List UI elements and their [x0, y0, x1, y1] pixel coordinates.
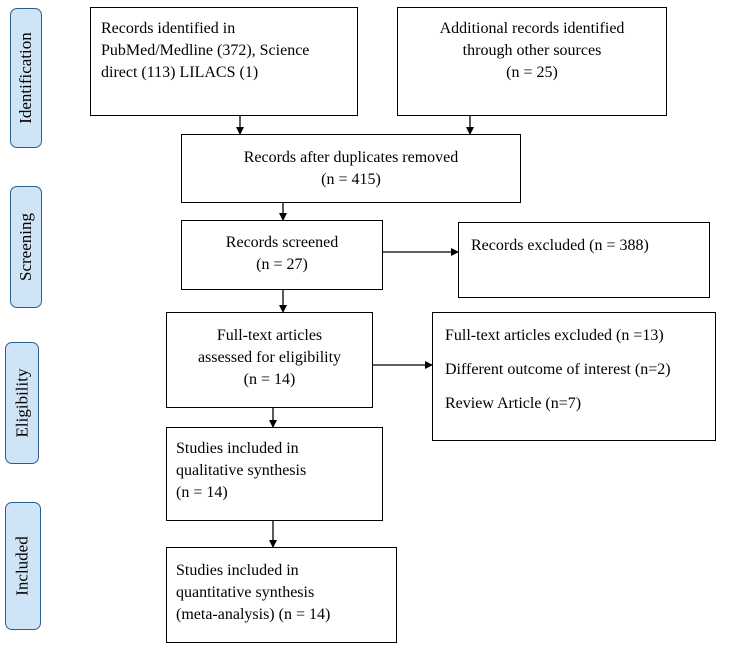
records-identified-line-3: direct (113) LILACS (1) — [101, 64, 259, 81]
additional-records-line-3: (n = 25) — [506, 64, 558, 81]
quantitative-line-3: (meta-analysis) (n = 14) — [176, 606, 331, 623]
box-records-screened: Records screened (n = 27) — [181, 220, 383, 290]
box-after-duplicates: Records after duplicates removed (n = 41… — [181, 134, 521, 203]
stage-screening: Screening — [10, 186, 42, 308]
quantitative-line-1: Studies included in — [176, 562, 299, 579]
box-fulltext-excluded: Full-text articles excluded (n =13) Diff… — [432, 312, 716, 441]
quantitative-line-2: quantitative synthesis — [176, 584, 315, 601]
screened-line-1: Records screened — [225, 234, 339, 251]
fulltext-assessed-line-2: assessed for eligibility — [197, 349, 342, 366]
fulltext-excluded-line-1: Full-text articles excluded (n =13) — [445, 327, 664, 344]
after-duplicates-line-2: (n = 415) — [321, 171, 381, 188]
records-identified-line-2: PubMed/Medline (372), Science — [101, 42, 310, 59]
excluded-line-1: Records excluded (n = 388) — [471, 237, 649, 254]
qualitative-line-3: (n = 14) — [176, 484, 228, 501]
screened-line-2: (n = 27) — [256, 256, 308, 273]
stage-identification: Identification — [10, 8, 42, 148]
stage-eligibility: Eligibility — [5, 342, 39, 464]
box-quantitative-synthesis: Studies included in quantitative synthes… — [166, 547, 397, 643]
qualitative-line-2: qualitative synthesis — [176, 462, 307, 479]
records-identified-line-1: Records identified in — [101, 20, 236, 37]
box-additional-records: Additional records identified through ot… — [397, 7, 667, 116]
stage-included: Included — [5, 502, 41, 630]
fulltext-excluded-line-2: Different outcome of interest (n=2) — [445, 361, 671, 378]
fulltext-excluded-line-3: Review Article (n=7) — [445, 395, 582, 412]
box-records-identified: Records identified in PubMed/Medline (37… — [90, 7, 358, 116]
qualitative-line-1: Studies included in — [176, 440, 299, 457]
fulltext-assessed-line-3: (n = 14) — [243, 371, 296, 388]
additional-records-line-2: through other sources — [462, 42, 602, 59]
additional-records-line-1: Additional records identified — [439, 20, 625, 37]
box-records-excluded: Records excluded (n = 388) — [458, 222, 710, 298]
after-duplicates-line-1: Records after duplicates removed — [243, 149, 459, 166]
box-fulltext-assessed: Full-text articles assessed for eligibil… — [166, 312, 373, 408]
fulltext-assessed-line-1: Full-text articles — [216, 327, 323, 344]
box-qualitative-synthesis: Studies included in qualitative synthesi… — [166, 427, 383, 521]
